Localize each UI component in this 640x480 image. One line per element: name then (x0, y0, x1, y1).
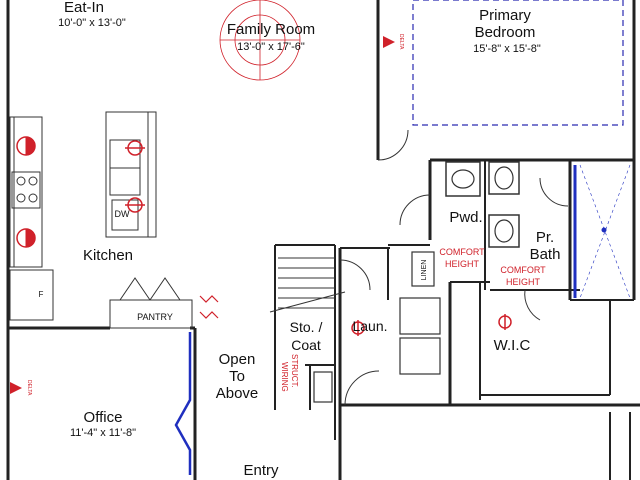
room-label-kitchen: Kitchen (83, 247, 133, 264)
kitchen-cabinets (9, 111, 193, 329)
label-dishwasher: DW (115, 209, 130, 219)
note-height-1: HEIGHT (445, 259, 480, 269)
room-label-pwd: Pwd. (449, 209, 482, 226)
room-label-office: Office (84, 409, 123, 426)
label-to: To (229, 368, 245, 385)
room-label-coat: Coat (291, 337, 321, 353)
note-wiring: WIRING (280, 362, 289, 392)
note-comfort-2: COMFORT (500, 265, 546, 275)
electrical-symbols (10, 0, 512, 394)
note-struct: STRUCT. (290, 354, 299, 388)
label-open: Open (219, 351, 256, 368)
room-label-laun: Laun. (352, 318, 387, 334)
room-label-entry: Entry (243, 462, 279, 479)
room-label-bedroom: Bedroom (475, 24, 536, 41)
room-label-wic: W.I.C (494, 337, 531, 354)
shower-glass (573, 164, 631, 299)
dims-eat-in: 10'-0" x 13'-0" (58, 17, 126, 29)
room-label-pr: Pr. (536, 229, 554, 246)
red-notes: COMFORT HEIGHT COMFORT HEIGHT STRUCT. WI… (26, 34, 546, 396)
stairs (269, 257, 346, 313)
fixture-labels: DW F LINEN (39, 209, 428, 299)
office-closet-door (174, 332, 192, 475)
dims-primary-bedroom: 15'-8" x 15'-8" (473, 43, 541, 55)
label-above: Above (216, 385, 259, 402)
bath-fixtures (313, 161, 520, 403)
room-label-family-room: Family Room (227, 21, 315, 38)
label-fridge: F (39, 290, 44, 299)
room-label-eat-in: Eat-In (64, 0, 104, 16)
dims-office: 11'-4" x 11'-8" (70, 427, 136, 439)
note-comfort-1: COMFORT (439, 247, 485, 257)
note-height-2: HEIGHT (506, 277, 541, 287)
room-label-pantry: PANTRY (137, 312, 173, 322)
room-label-bath: Bath (530, 246, 561, 263)
walls (6, 0, 640, 480)
room-label-sto: Sto. / (290, 319, 323, 335)
note-delta-2: DELTA (26, 380, 32, 396)
bedroom-tray-outline (412, 0, 624, 126)
label-linen: LINEN (421, 260, 428, 281)
room-labels: Eat-In 10'-0" x 13'-0" Family Room 13'-0… (58, 0, 560, 479)
room-label-primary: Primary (479, 7, 531, 24)
dims-family-room: 13'-0" x 17'-6" (237, 41, 305, 53)
door-swings (339, 129, 569, 406)
note-delta-1: DELTA (398, 34, 404, 50)
